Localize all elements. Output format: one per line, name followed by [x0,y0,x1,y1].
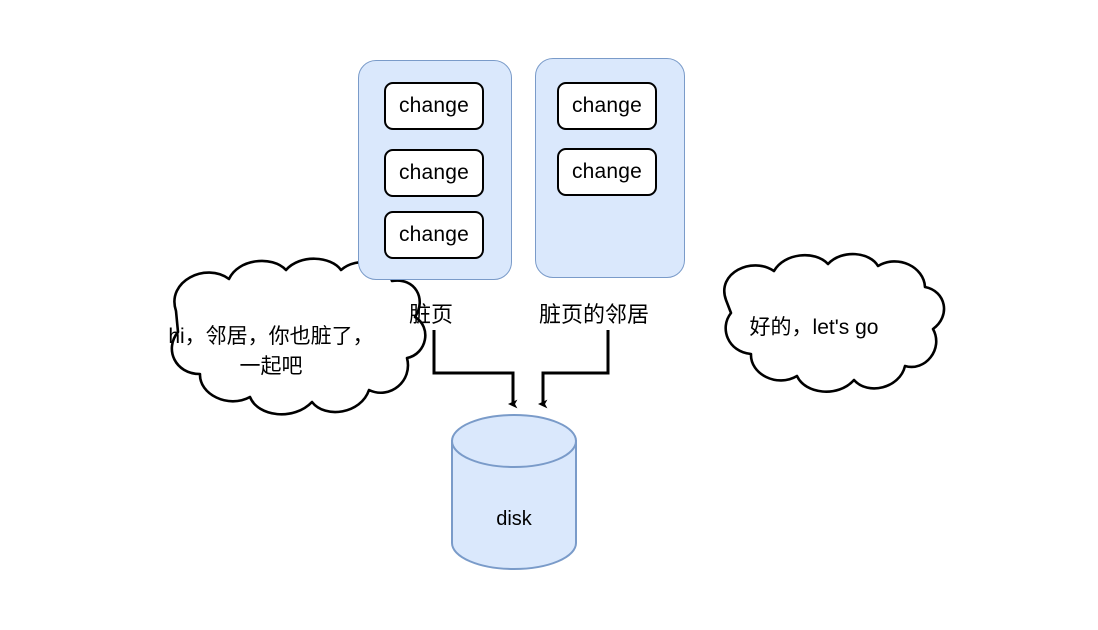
dirty-page-label: 脏页 [409,302,454,327]
disk-label: disk [496,508,532,530]
disk-cylinder [451,414,577,570]
cloud-left-text: hi，邻居，你也脏了， 一起吧 [168,325,374,378]
change-box[interactable]: change [557,82,657,130]
connector-dirty-to-disk [432,330,518,409]
change-box[interactable]: change [557,148,657,196]
change-box[interactable]: change [384,82,484,130]
cloud-right-text: 好的，let's go [749,316,879,339]
change-box[interactable]: change [384,149,484,197]
change-box[interactable]: change [384,211,484,259]
connector-neighbor-to-disk [538,330,610,409]
dirty-page-neighbor-label: 脏页的邻居 [539,302,650,327]
